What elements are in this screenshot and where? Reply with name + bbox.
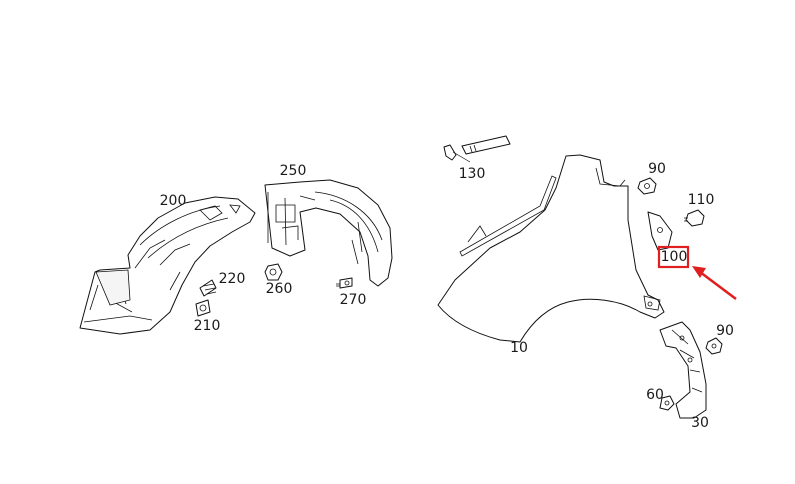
label-260: 260: [266, 281, 293, 297]
part-30-trim[interactable]: [659, 321, 707, 419]
label-90-lower: 90: [716, 323, 734, 339]
label-60: 60: [646, 387, 664, 403]
part-90-nut-upper[interactable]: [637, 177, 657, 195]
part-90-nut-lower[interactable]: [705, 337, 723, 355]
highlight-box-100: [657, 245, 690, 269]
part-250-wheel-liner[interactable]: [264, 179, 393, 287]
label-110: 110: [688, 192, 715, 208]
label-30: 30: [691, 415, 709, 431]
part-110-bolt[interactable]: [684, 209, 705, 227]
label-210: 210: [194, 318, 221, 334]
part-200-wheel-liner[interactable]: [79, 196, 256, 335]
part-10-fender[interactable]: [437, 154, 665, 343]
part-130-rod[interactable]: [443, 135, 511, 163]
highlight-arrow: [692, 266, 737, 301]
part-100-bracket[interactable]: [647, 211, 673, 251]
label-10: 10: [510, 340, 528, 356]
part-210-clip[interactable]: [195, 299, 211, 317]
label-250: 250: [280, 163, 307, 179]
part-260-clip[interactable]: [264, 263, 283, 281]
label-200: 200: [160, 193, 187, 209]
part-270-bolt[interactable]: [336, 277, 353, 289]
part-60-clip[interactable]: [659, 395, 675, 411]
part-220-screw[interactable]: [199, 279, 217, 297]
label-100: 100: [661, 249, 688, 265]
label-220: 220: [219, 271, 246, 287]
label-130: 130: [459, 166, 486, 182]
label-90-upper: 90: [648, 161, 666, 177]
label-270: 270: [340, 292, 367, 308]
